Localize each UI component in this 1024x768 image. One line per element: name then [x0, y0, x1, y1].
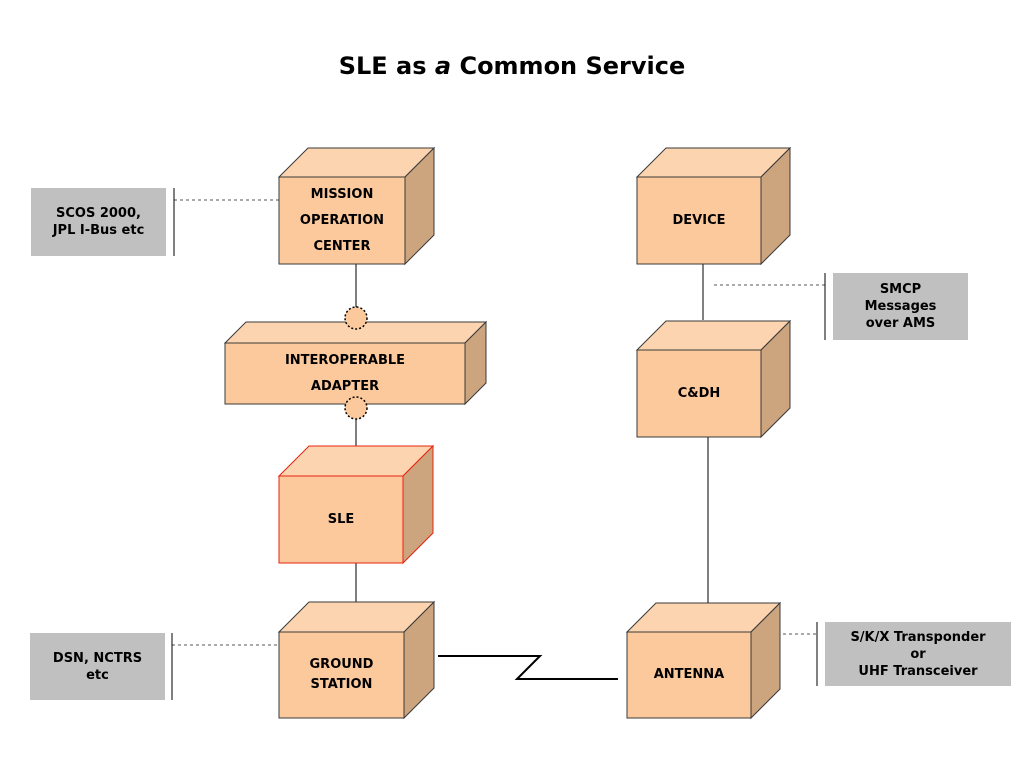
cdh-box — [635, 319, 792, 439]
moc-box — [277, 146, 436, 266]
antenna-box — [625, 601, 782, 720]
title-post: Common Service — [451, 52, 686, 80]
ground-station-box — [277, 600, 436, 720]
cdh-box-front — [636, 349, 762, 438]
moc-box-front — [278, 176, 406, 265]
scos-note: SCOS 2000, JPL I-Bus etc — [31, 188, 166, 256]
antenna-box-front — [626, 631, 752, 719]
ground-station-label: GROUND STATION — [309, 657, 374, 692]
device-box — [635, 146, 792, 266]
adapter-box — [223, 320, 488, 406]
rf-link — [438, 655, 618, 680]
adapter-label: INTEROPERABLE ADAPTER — [284, 352, 406, 394]
moc-label: MISSION OPERATION CENTER — [299, 186, 385, 254]
sle-box-front — [278, 475, 404, 564]
adapter-top-port — [344, 306, 368, 330]
dsn-note: DSN, NCTRS etc — [30, 633, 165, 700]
antenna-label: ANTENNA — [653, 667, 725, 682]
adapter-box-front — [224, 342, 466, 405]
device-label: DEVICE — [672, 212, 726, 228]
title-pre: SLE as — [338, 52, 435, 80]
diagram-title: SLE as a Common Service — [0, 52, 1024, 80]
smcp-note: SMCP Messages over AMS — [833, 273, 968, 340]
device-box-front — [636, 176, 762, 265]
sle-box — [277, 444, 435, 565]
cdh-label: C&DH — [677, 385, 721, 401]
sle-label: SLE — [327, 511, 355, 527]
transponder-note: S/K/X Transponder or UHF Transceiver — [825, 622, 1011, 686]
adapter-bottom-port — [344, 396, 368, 420]
ground-box-front — [278, 631, 405, 719]
title-italic: a — [434, 52, 452, 80]
